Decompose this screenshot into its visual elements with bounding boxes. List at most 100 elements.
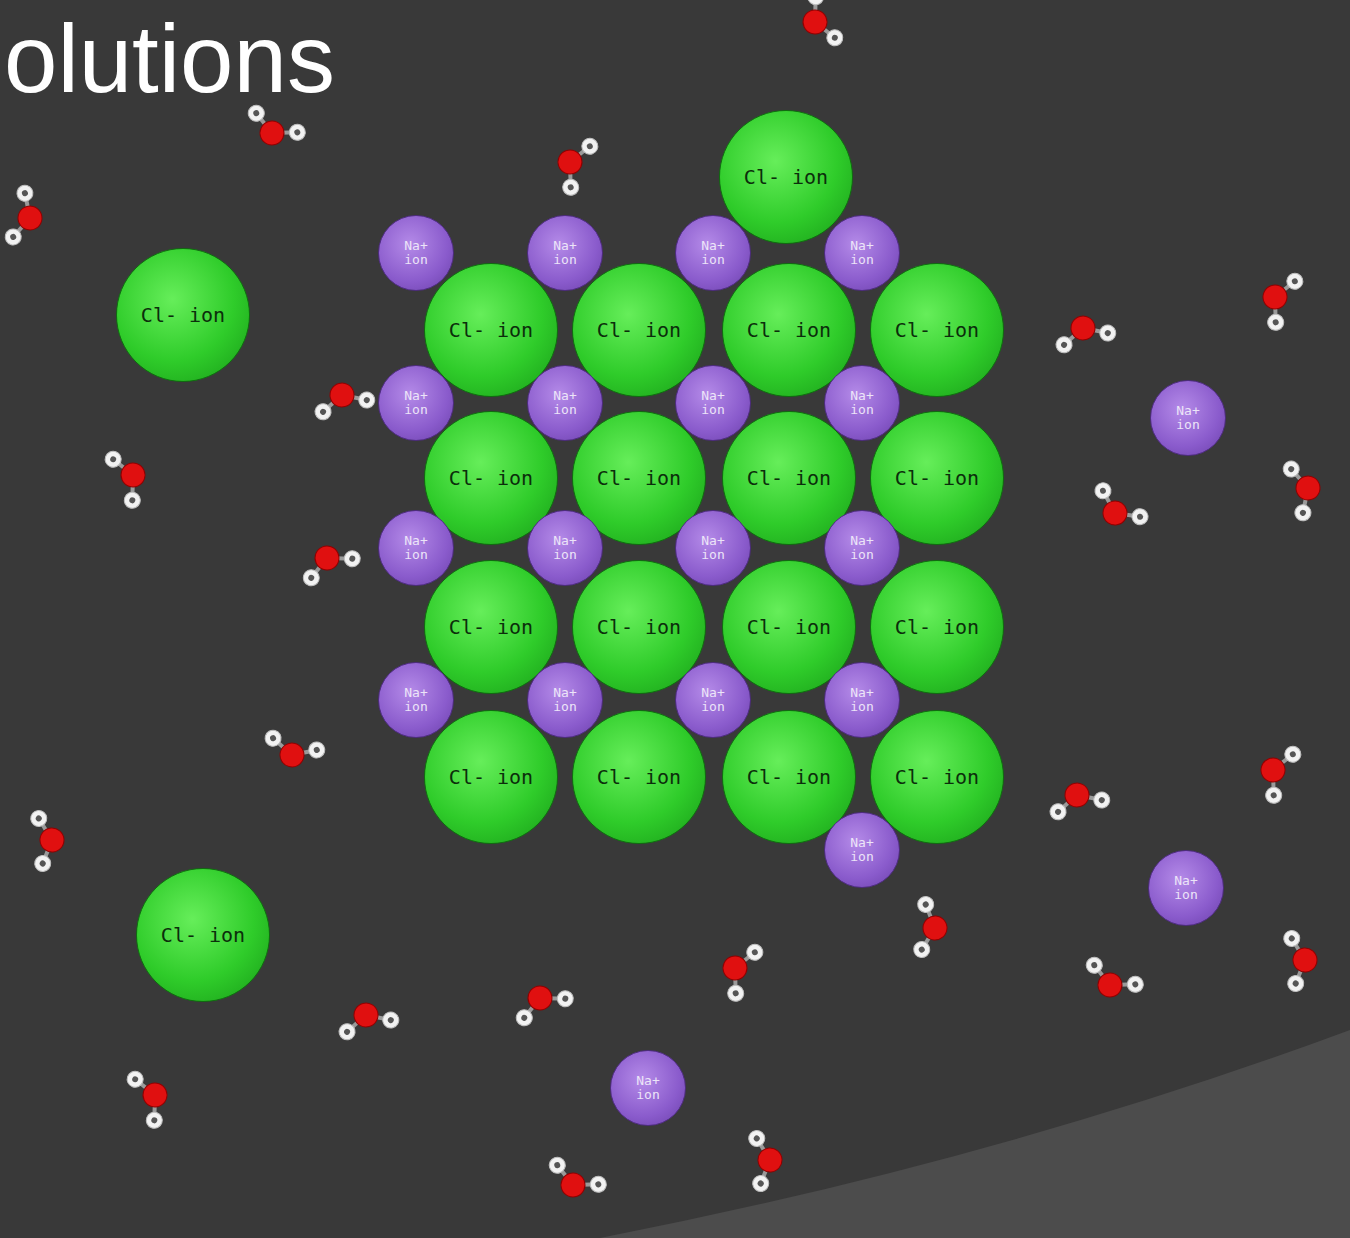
hydrogen-atom	[725, 983, 746, 1004]
hydrogen-atom	[1280, 927, 1303, 950]
sodium-ion: Na+ ion	[527, 510, 603, 586]
hydrogen-center	[831, 34, 839, 42]
sodium-ion: Na+ ion	[824, 510, 900, 586]
hydrogen-atom	[380, 1009, 402, 1031]
ion-label: Cl- ion	[597, 615, 681, 639]
chloride-ion: Cl- ion	[116, 248, 250, 382]
hydrogen-atom	[287, 122, 308, 143]
ion-label: Na+ ion	[695, 389, 731, 416]
hydrogen-center	[343, 1028, 351, 1036]
hydrogen-atom	[1131, 507, 1150, 526]
oxygen-atom	[525, 983, 556, 1014]
hydrogen-atom	[547, 1155, 568, 1176]
hydrogen-center	[586, 142, 594, 150]
water-molecule	[890, 893, 958, 961]
hydrogen-atom	[1263, 785, 1284, 806]
hydrogen-center	[1060, 341, 1068, 349]
hydrogen-atom	[1097, 322, 1119, 344]
hydrogen-center	[921, 900, 929, 908]
hydrogen-atom	[805, 0, 826, 7]
hydrogen-atom	[1125, 974, 1146, 995]
ion-label: Cl- ion	[141, 303, 225, 327]
ion-label: Na+ ion	[695, 534, 731, 561]
oxygen-atom	[558, 1170, 589, 1201]
hydrogen-atom	[2, 226, 24, 248]
hydrogen-center	[567, 183, 575, 191]
water-molecule	[1254, 271, 1316, 333]
ion-label: Cl- ion	[895, 765, 979, 789]
water-molecule	[1260, 927, 1328, 995]
sodium-ion: Na+ ion	[378, 215, 454, 291]
hydrogen-atom	[588, 1174, 609, 1195]
hydrogen-center	[319, 408, 327, 416]
sodium-ion: Na+ ion	[610, 1050, 686, 1126]
ion-label: Cl- ion	[744, 165, 828, 189]
sodium-ion: Na+ ion	[824, 662, 900, 738]
chloride-ion: Cl- ion	[572, 710, 706, 844]
hydrogen-atom	[914, 893, 937, 916]
ion-label: Na+ ion	[1168, 874, 1204, 901]
ion-label: Cl- ion	[449, 765, 533, 789]
hydrogen-center	[313, 746, 321, 754]
hydrogen-center	[363, 396, 371, 404]
hydrogen-atom	[1094, 481, 1113, 500]
sodium-ion: Na+ ion	[675, 510, 751, 586]
chloride-ion: Cl- ion	[424, 710, 558, 844]
hydrogen-atom	[122, 490, 143, 511]
hydrogen-atom	[560, 177, 581, 198]
ion-label: Cl- ion	[597, 765, 681, 789]
oxygen-atom	[276, 739, 309, 772]
water-molecule	[714, 942, 776, 1004]
water-molecule	[1053, 306, 1119, 372]
hydrogen-center	[387, 1016, 395, 1024]
hydrogen-atom	[555, 988, 576, 1009]
water-molecule	[1047, 773, 1113, 839]
oxygen-atom	[720, 953, 751, 984]
hydrogen-atom	[306, 739, 328, 761]
chloride-ion: Cl- ion	[136, 868, 270, 1002]
water-molecule	[725, 1127, 793, 1195]
ion-label: Cl- ion	[449, 318, 533, 342]
oxygen-atom	[326, 379, 359, 412]
hydrogen-atom	[1292, 502, 1314, 524]
water-molecule	[1252, 744, 1314, 806]
hydrogen-center	[594, 1180, 602, 1188]
hydrogen-center	[109, 455, 117, 463]
hydrogen-atom	[1091, 789, 1113, 811]
sodium-ion: Na+ ion	[675, 215, 751, 291]
oxygen-atom	[35, 823, 69, 857]
hydrogen-atom	[1265, 312, 1286, 333]
hydrogen-center	[348, 555, 356, 563]
hydrogen-atom	[342, 548, 363, 569]
ion-label: Na+ ion	[844, 534, 880, 561]
ion-label: Na+ ion	[398, 389, 434, 416]
hydrogen-center	[1090, 961, 1098, 969]
oxygen-atom	[753, 1143, 787, 1177]
ion-label: Na+ ion	[398, 239, 434, 266]
hydrogen-center	[1098, 796, 1106, 804]
sodium-ion: Na+ ion	[824, 215, 900, 291]
oxygen-atom	[140, 1080, 171, 1111]
hydrogen-atom	[301, 568, 322, 589]
hydrogen-center	[1291, 277, 1299, 285]
hydrogen-center	[1289, 750, 1297, 758]
oxygen-atom	[14, 202, 47, 235]
hydrogen-atom	[1053, 334, 1075, 356]
water-molecule	[301, 537, 363, 599]
ion-label: Na+ ion	[547, 534, 583, 561]
water-molecule	[114, 1069, 176, 1131]
oxygen-atom	[350, 999, 383, 1032]
oxygen-atom	[1292, 472, 1325, 505]
water-molecule	[549, 136, 611, 198]
sodium-ion: Na+ ion	[378, 510, 454, 586]
oxygen-atom	[312, 543, 343, 574]
hydrogen-center	[812, 0, 820, 1]
water-molecule	[92, 449, 154, 511]
ion-label: Cl- ion	[747, 765, 831, 789]
oxygen-atom	[257, 118, 288, 149]
ion-label: Cl- ion	[747, 615, 831, 639]
ion-label: Na+ ion	[1170, 404, 1206, 431]
water-molecule	[547, 1144, 609, 1206]
ion-label: Cl- ion	[895, 615, 979, 639]
oxygen-atom	[1095, 970, 1126, 1001]
